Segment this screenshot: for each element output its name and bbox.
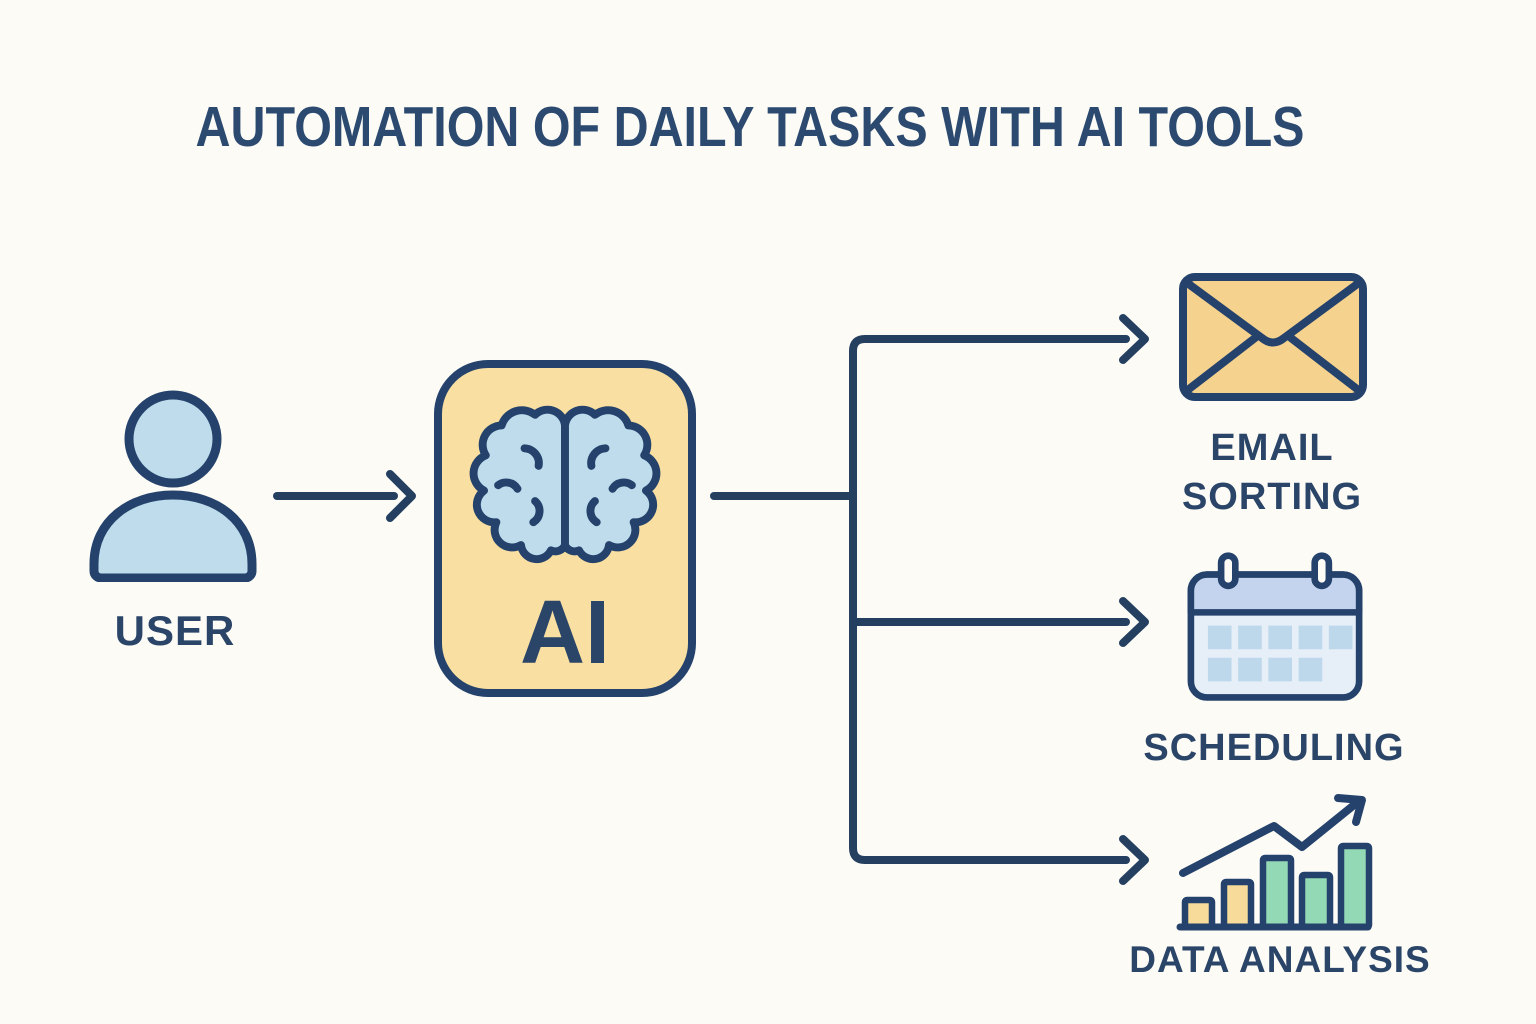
person-body xyxy=(89,490,257,582)
trend-line xyxy=(1179,797,1363,877)
arrow-data-head-icon xyxy=(1119,835,1149,885)
calendar-icon xyxy=(1187,552,1363,701)
envelope-body xyxy=(1179,273,1367,401)
person-icon xyxy=(89,390,257,582)
arrow-scheduling-head-icon xyxy=(1119,597,1149,647)
trend-arrow-head-icon xyxy=(1334,794,1366,826)
brain-right-hemisphere xyxy=(561,405,661,564)
data-analysis-label: DATA ANALYSIS xyxy=(1129,939,1431,980)
scheduling-label: SCHEDULING xyxy=(1143,727,1405,769)
arrow-user-to-ai-head-icon xyxy=(386,470,416,522)
connector-branch-data xyxy=(849,492,1130,864)
calendar-header xyxy=(1187,571,1363,616)
user-label: USER xyxy=(114,607,236,654)
envelope-bottom-folds xyxy=(1185,334,1361,393)
bar-chart-trend-icon xyxy=(1176,794,1373,931)
arrow-email-head-icon xyxy=(1119,314,1149,364)
brain-left-hemisphere xyxy=(469,405,569,564)
page-title: AUTOMATION OF DAILY TASKS WITH AI TOOLS xyxy=(195,95,1305,159)
calendar-ring-left xyxy=(1217,552,1239,590)
bars xyxy=(1181,842,1373,931)
calendar-date-cells xyxy=(1207,625,1353,682)
person-head xyxy=(124,390,222,488)
ai-label: AI xyxy=(520,583,610,683)
envelope-icon xyxy=(1179,273,1367,401)
envelope-flap xyxy=(1186,281,1360,347)
connector-branch-email xyxy=(849,335,1130,500)
email-sorting-label: EMAIL SORTING xyxy=(1181,427,1363,519)
brain-icon xyxy=(469,405,661,564)
calendar-ring-right xyxy=(1311,552,1333,590)
